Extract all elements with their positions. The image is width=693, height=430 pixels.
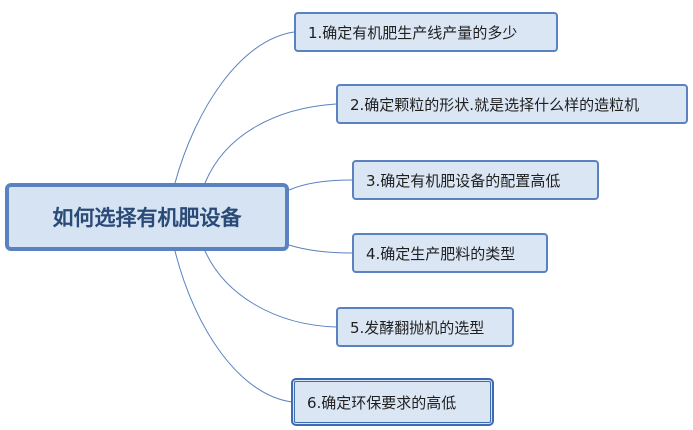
branch-topic-1[interactable]: 1.确定有机肥生产线产量的多少 <box>294 12 558 52</box>
root-topic[interactable]: 如何选择有机肥设备 <box>5 183 289 251</box>
branch-topic-4[interactable]: 4.确定生产肥料的类型 <box>352 233 548 273</box>
connector-branch-5 <box>204 250 337 328</box>
branch-topic-2[interactable]: 2.确定颗粒的形状.就是选择什么样的造粒机 <box>336 84 688 124</box>
branch-topic-3-label: 3.确定有机肥设备的配置高低 <box>366 171 561 190</box>
branch-topic-6[interactable]: 6.确定环保要求的高低 <box>292 379 493 425</box>
branch-topic-4-label: 4.确定生产肥料的类型 <box>366 244 516 263</box>
connector-branch-1 <box>174 31 295 184</box>
branch-topic-2-label: 2.确定颗粒的形状.就是选择什么样的造粒机 <box>350 95 640 114</box>
branch-topic-5[interactable]: 5.发酵翻抛机的选型 <box>336 307 514 347</box>
root-topic-label: 如何选择有机肥设备 <box>52 206 242 230</box>
connector-branch-4 <box>288 244 353 254</box>
branch-topic-1-label: 1.确定有机肥生产线产量的多少 <box>308 23 518 42</box>
connector-branch-3 <box>288 179 353 191</box>
connector-branch-2 <box>204 103 337 184</box>
branch-topic-6-label: 6.确定环保要求的高低 <box>307 393 457 412</box>
branch-topic-5-label: 5.发酵翻抛机的选型 <box>350 318 485 337</box>
branch-topic-3[interactable]: 3.确定有机肥设备的配置高低 <box>352 160 599 200</box>
connector-branch-6 <box>174 250 293 403</box>
